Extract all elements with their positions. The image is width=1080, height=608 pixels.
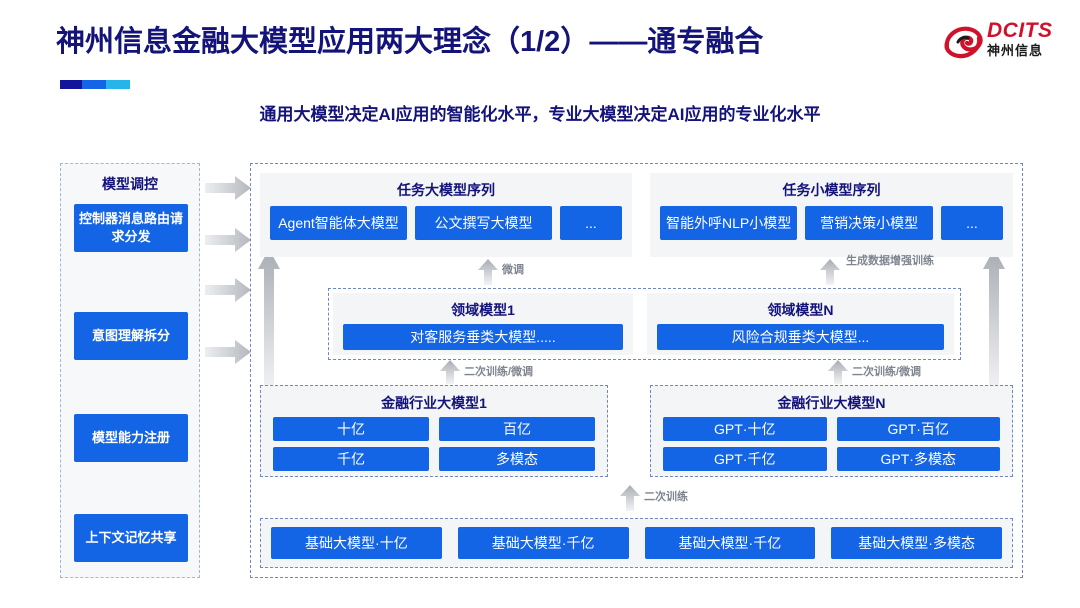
dcits-swirl-icon bbox=[944, 26, 983, 59]
chip-industry1-billion[interactable]: 十亿 bbox=[273, 417, 429, 441]
accent-segment-3 bbox=[106, 80, 130, 89]
arrow-up-retrain-finetune-left-icon bbox=[440, 360, 460, 384]
logo-text-en: DCITS bbox=[987, 19, 1053, 42]
chip-base-multimodal[interactable]: 基础大模型·多模态 bbox=[831, 527, 1002, 559]
chip-outbound-nlp-small-model[interactable]: 智能外呼NLP小模型 bbox=[660, 206, 798, 240]
arrow-label-retrain: 二次训练 bbox=[644, 491, 688, 503]
logo-text-cn: 神州信息 bbox=[987, 43, 1044, 58]
panel-domain-model-1: 领域模型1 对客服务垂类大模型..... bbox=[333, 293, 633, 355]
chip-customer-service-vertical-model[interactable]: 对客服务垂类大模型..... bbox=[343, 324, 623, 350]
chip-document-writing-model[interactable]: 公文撰写大模型 bbox=[415, 206, 552, 240]
chip-marketing-decision-small-model[interactable]: 营销决策小模型 bbox=[805, 206, 933, 240]
chip-base-hundred-billion-1[interactable]: 基础大模型·千亿 bbox=[457, 527, 629, 559]
sidebar-item-intent-parsing[interactable]: 意图理解拆分 bbox=[74, 312, 188, 360]
panel-title-industry-1: 金融行业大模型1 bbox=[381, 395, 487, 411]
diagram-outer-border bbox=[250, 163, 1023, 578]
chip-task-large-more[interactable]: ... bbox=[560, 206, 622, 240]
accent-segment-1 bbox=[60, 80, 82, 89]
panel-title-task-small: 任务小模型序列 bbox=[782, 182, 881, 198]
arrow-right-icon-2 bbox=[205, 228, 251, 252]
panel-title-industry-n: 金融行业大模型N bbox=[777, 395, 886, 411]
arrow-right-icon-4 bbox=[205, 340, 251, 364]
chip-industry1-ten-billion[interactable]: 百亿 bbox=[439, 417, 595, 441]
arrow-label-gen-data-augmentation: 生成数据增强训练 bbox=[846, 255, 934, 267]
chip-industryn-gpt-multimodal[interactable]: GPT·多模态 bbox=[836, 447, 1000, 471]
panel-task-small-model-sequence: 任务小模型序列 智能外呼NLP小模型 营销决策小模型 ... bbox=[650, 173, 1013, 257]
arrow-label-finetune: 微调 bbox=[502, 264, 524, 276]
chip-row-base-models: 基础大模型·十亿 基础大模型·千亿 基础大模型·千亿 基础大模型·多模态 bbox=[261, 519, 1012, 567]
page-subtitle: 通用大模型决定AI应用的智能化水平，专业大模型决定AI应用的专业化水平 bbox=[259, 105, 821, 124]
chip-agent-large-model[interactable]: Agent智能体大模型 bbox=[270, 206, 407, 240]
domain-models-container: 领域模型1 对客服务垂类大模型..... 领域模型N 风险合规垂类大模型... bbox=[328, 288, 961, 360]
panel-title-domain-n: 领域模型N bbox=[767, 302, 834, 318]
accent-bar bbox=[60, 80, 130, 89]
sidebar-item-capability-registry[interactable]: 模型能力注册 bbox=[74, 414, 188, 462]
chip-industry1-hundred-billion[interactable]: 千亿 bbox=[273, 447, 429, 471]
arrow-up-tall-right-icon bbox=[983, 249, 1005, 391]
chip-base-hundred-billion-2[interactable]: 基础大模型·千亿 bbox=[644, 527, 816, 559]
arrow-up-finetune-icon bbox=[478, 259, 498, 285]
chip-row-task-large: Agent智能体大模型 公文撰写大模型 ... bbox=[260, 200, 632, 249]
arrow-label-retrain-finetune-right: 二次训练/微调 bbox=[852, 366, 922, 378]
chip-industryn-gpt-hundred-billion[interactable]: GPT·千亿 bbox=[663, 447, 827, 471]
arrow-up-retrain-icon bbox=[620, 485, 640, 511]
chip-row-task-small: 智能外呼NLP小模型 营销决策小模型 ... bbox=[650, 200, 1013, 249]
chip-grid-industry-1: 十亿 百亿 千亿 多模态 bbox=[261, 413, 607, 471]
company-logo: DCITS 神州信息 bbox=[941, 18, 1066, 70]
chip-industryn-gpt-ten-billion[interactable]: GPT·百亿 bbox=[836, 417, 1000, 441]
sidebar-item-controller-routing[interactable]: 控制器消息路由请求分发 bbox=[74, 204, 188, 252]
arrow-label-retrain-finetune-left: 二次训练/微调 bbox=[464, 366, 534, 378]
panel-task-large-model-sequence: 任务大模型序列 Agent智能体大模型 公文撰写大模型 ... bbox=[260, 173, 632, 257]
panel-domain-model-n: 领域模型N 风险合规垂类大模型... bbox=[647, 293, 954, 355]
chip-base-billion[interactable]: 基础大模型·十亿 bbox=[271, 527, 442, 559]
page-title: 神州信息金融大模型应用两大理念（1/2）——通专融合 bbox=[56, 26, 764, 58]
page-header: 神州信息金融大模型应用两大理念（1/2）——通专融合 DCITS 神州信息 bbox=[0, 0, 1080, 92]
sidebar-item-context-memory[interactable]: 上下文记忆共享 bbox=[74, 514, 188, 562]
chip-task-small-more[interactable]: ... bbox=[941, 206, 1003, 240]
chip-industryn-gpt-billion[interactable]: GPT·十亿 bbox=[663, 417, 827, 441]
arrow-up-tall-left-icon bbox=[258, 249, 280, 391]
sidebar-model-control: 模型调控 控制器消息路由请求分发 意图理解拆分 模型能力注册 上下文记忆共享 bbox=[60, 163, 200, 578]
architecture-diagram: 任务大模型序列 Agent智能体大模型 公文撰写大模型 ... 任务小模型序列 … bbox=[250, 163, 1023, 578]
chip-grid-industry-n: GPT·十亿 GPT·百亿 GPT·千亿 GPT·多模态 bbox=[651, 413, 1012, 471]
panel-financial-industry-model-n: 金融行业大模型N GPT·十亿 GPT·百亿 GPT·千亿 GPT·多模态 bbox=[650, 385, 1013, 477]
arrow-right-icon-3 bbox=[205, 278, 251, 302]
arrow-right-icon-1 bbox=[205, 176, 251, 200]
panel-base-models: 基础大模型·十亿 基础大模型·千亿 基础大模型·千亿 基础大模型·多模态 bbox=[260, 518, 1013, 568]
panel-title-domain-1: 领域模型1 bbox=[451, 302, 515, 318]
panel-financial-industry-model-1: 金融行业大模型1 十亿 百亿 千亿 多模态 bbox=[260, 385, 608, 477]
accent-segment-2 bbox=[82, 80, 106, 89]
chip-risk-compliance-vertical-model[interactable]: 风险合规垂类大模型... bbox=[657, 324, 944, 350]
chip-industry1-multimodal[interactable]: 多模态 bbox=[439, 447, 595, 471]
arrow-up-retrain-finetune-right-icon bbox=[828, 360, 848, 384]
arrow-up-gen-data-aug-icon bbox=[820, 259, 840, 285]
sidebar-title: 模型调控 bbox=[102, 176, 158, 192]
panel-title-task-large: 任务大模型序列 bbox=[397, 182, 495, 198]
